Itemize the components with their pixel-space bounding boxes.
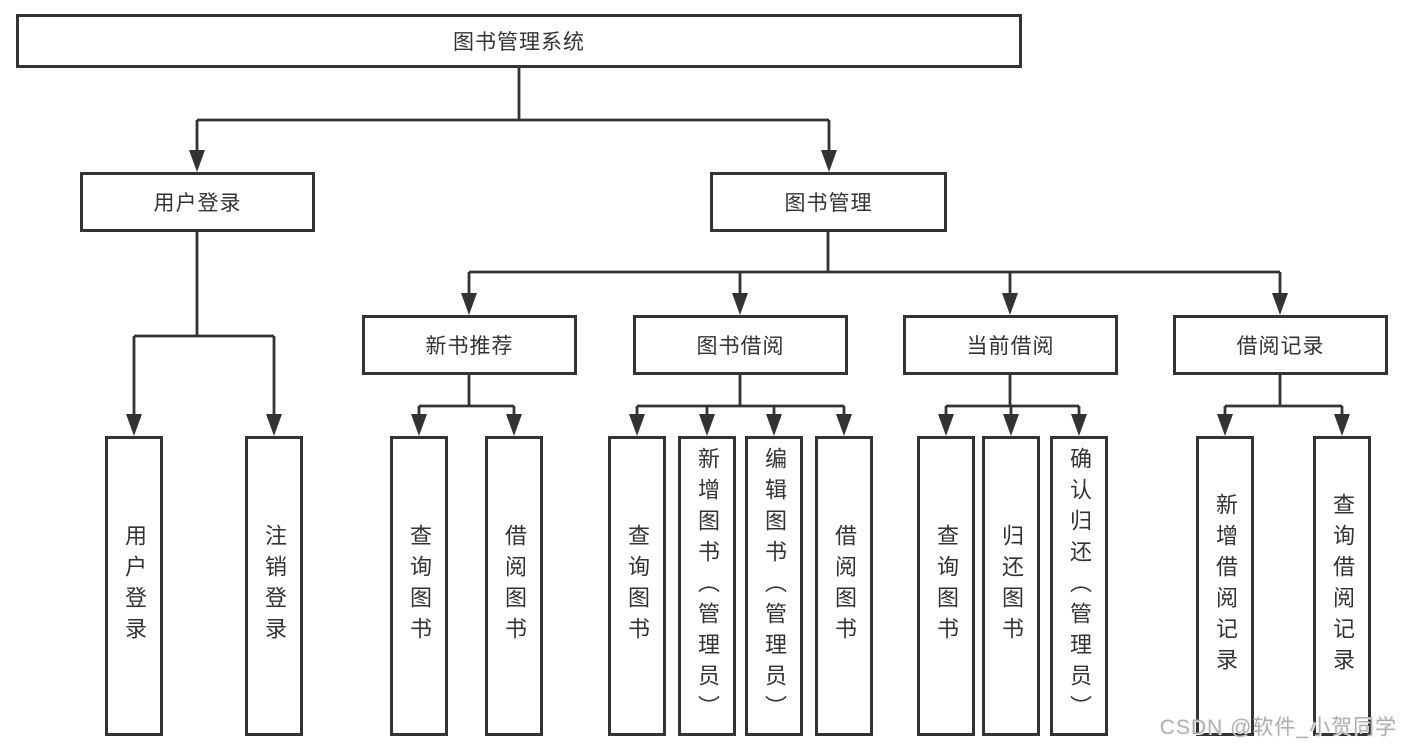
node-new-book-recommendation: 新书推荐 [362,315,577,375]
leaf-query-books-recommend: 查询图书 [390,436,448,736]
leaf-query-books-borrow: 查询图书 [608,436,666,736]
node-book-borrowing-label: 图书借阅 [696,335,785,358]
node-user-login-label: 用户登录 [153,192,242,215]
leaf-query-books-current-label: 查询图书 [934,524,959,648]
leaf-edit-book-admin: 编辑图书（管理员） [745,436,803,736]
leaf-edit-book-admin-label: 编辑图书（管理员） [762,446,787,726]
leaf-logout-label: 注销登录 [262,524,287,648]
leaf-borrow-books-borrow: 借阅图书 [815,436,873,736]
leaf-add-borrow-record-label: 新增借阅记录 [1213,493,1238,679]
leaf-confirm-return-admin-label: 确认归还（管理员） [1067,446,1092,726]
node-library-management-system-label: 图书管理系统 [453,31,585,54]
csdn-watermark: CSDN @软件_小贺同学 [1159,716,1397,739]
node-current-borrowing: 当前借阅 [903,315,1118,375]
leaf-add-borrow-record: 新增借阅记录 [1196,436,1254,736]
node-borrowing-records: 借阅记录 [1173,315,1388,375]
node-book-borrowing: 图书借阅 [633,315,848,375]
leaf-borrow-books-recommend: 借阅图书 [485,436,543,736]
leaf-query-books-borrow-label: 查询图书 [625,524,650,648]
node-borrowing-records-label: 借阅记录 [1236,335,1325,358]
node-library-management-system: 图书管理系统 [16,14,1022,68]
leaf-query-books-recommend-label: 查询图书 [407,524,432,648]
leaf-confirm-return-admin: 确认归还（管理员） [1050,436,1108,736]
leaf-borrow-books-recommend-label: 借阅图书 [502,524,527,648]
leaf-query-borrow-record: 查询借阅记录 [1313,436,1371,736]
leaf-borrow-books-borrow-label: 借阅图书 [832,524,857,648]
leaf-user-login: 用户登录 [105,436,163,736]
node-user-login: 用户登录 [80,172,315,232]
node-new-book-recommendation-label: 新书推荐 [425,335,514,358]
node-current-borrowing-label: 当前借阅 [966,335,1055,358]
leaf-query-books-current: 查询图书 [917,436,975,736]
leaf-return-books: 归还图书 [982,436,1040,736]
leaf-query-borrow-record-label: 查询借阅记录 [1330,493,1355,679]
leaf-add-book-admin-label: 新增图书（管理员） [695,446,720,726]
leaf-return-books-label: 归还图书 [999,524,1024,648]
leaf-add-book-admin: 新增图书（管理员） [678,436,736,736]
leaf-logout: 注销登录 [245,436,303,736]
node-book-management: 图书管理 [710,172,947,232]
node-book-management-label: 图书管理 [784,192,873,215]
leaf-user-login-label: 用户登录 [122,524,147,648]
